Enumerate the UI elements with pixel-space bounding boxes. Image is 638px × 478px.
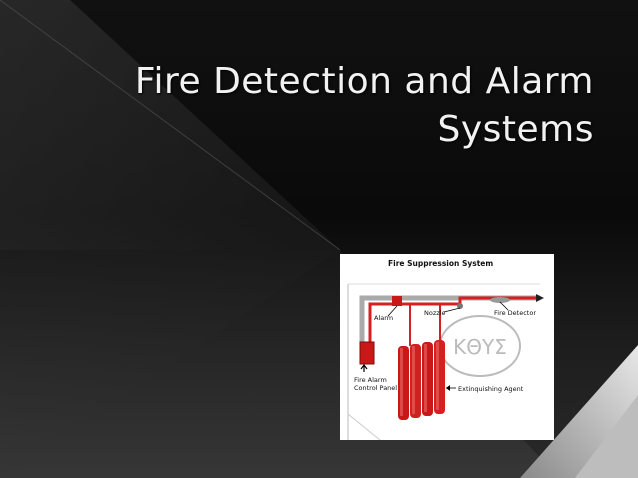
nozzle-icon — [457, 303, 463, 309]
arrow-right-icon — [536, 294, 544, 302]
label-panel-line1: Fire Alarm — [354, 376, 387, 384]
title-line-1: Fire Detection and Alarm — [134, 61, 594, 102]
arrow-up-icon — [360, 364, 368, 372]
fire-detector-icon — [490, 297, 510, 303]
logo-text: ΚΘΥΣ — [453, 335, 507, 359]
agent-cylinders — [398, 340, 445, 420]
title-line-2: Systems — [437, 109, 594, 150]
fire-suppression-diagram: ΚΘΥΣ — [347, 259, 544, 440]
label-nozzle: Nozzle — [424, 309, 445, 317]
label-agent: Extinquishing Agent — [458, 385, 524, 393]
control-panel-icon — [359, 341, 375, 365]
alarm-bell-icon — [392, 296, 402, 306]
fire-suppression-figure: ΚΘΥΣ — [340, 254, 554, 440]
label-alarm: Alarm — [374, 314, 393, 322]
label-fire-detector: Fire Detector — [494, 309, 536, 317]
label-panel-line2: Control Panel — [354, 384, 397, 392]
diagram-heading: Fire Suppression System — [388, 259, 493, 268]
slide-title: Fire Detection and Alarm Systems — [74, 58, 594, 154]
